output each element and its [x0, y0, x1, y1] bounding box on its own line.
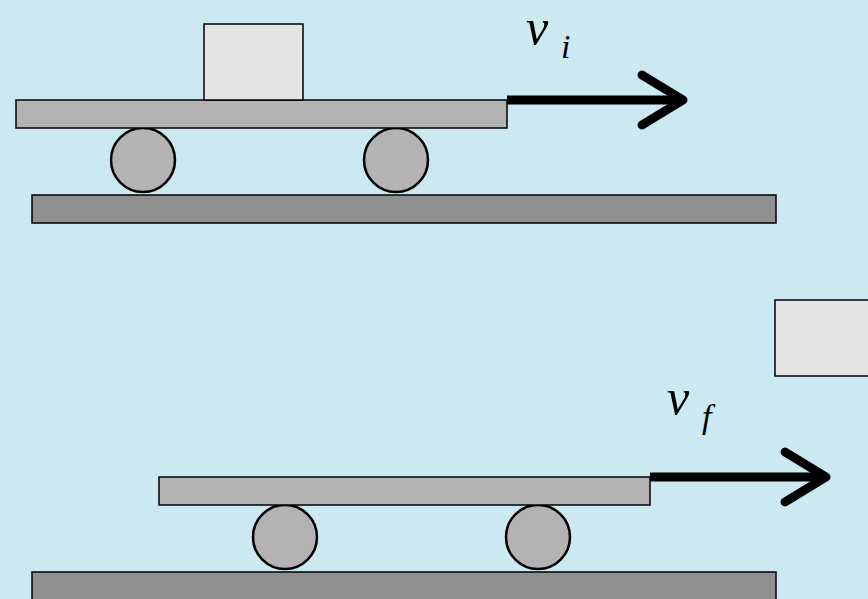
- velocity-arrow: [650, 473, 825, 482]
- cart-platform: [159, 477, 650, 505]
- arrowhead: [785, 452, 826, 502]
- block: [775, 300, 868, 376]
- velocity-arrow: [507, 96, 682, 105]
- velocity-symbol: v: [526, 2, 548, 52]
- arrowhead: [642, 75, 683, 125]
- block: [204, 24, 303, 100]
- wheel: [253, 505, 317, 569]
- wheel: [364, 128, 428, 192]
- velocity-symbol: v: [667, 372, 689, 422]
- cart-platform: [16, 100, 507, 128]
- wheel: [506, 505, 570, 569]
- ground-track: [32, 195, 776, 223]
- ground-track: [32, 572, 776, 599]
- wheel: [111, 128, 175, 192]
- velocity-subscript: i: [561, 30, 570, 64]
- velocity-subscript: f: [702, 400, 711, 434]
